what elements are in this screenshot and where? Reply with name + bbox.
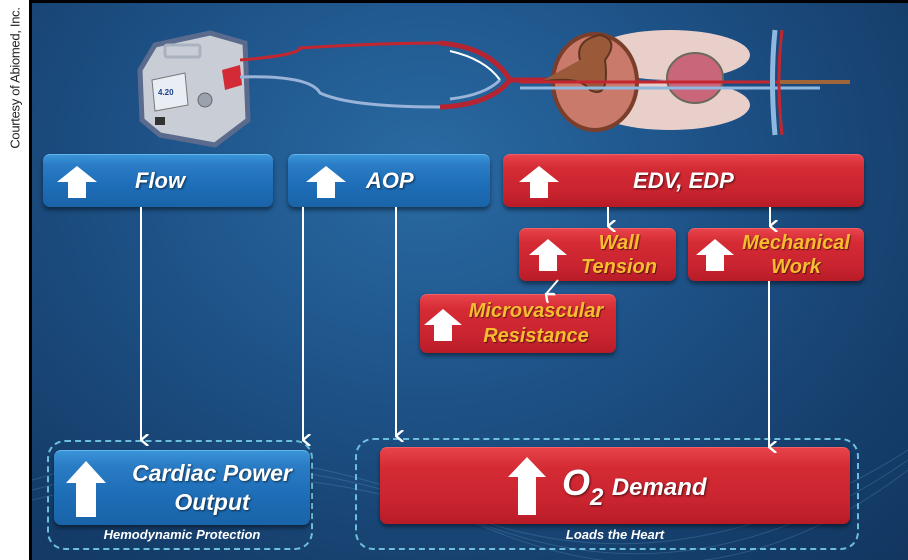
- arrow-up-icon: [306, 166, 346, 198]
- flow-box: Flow: [43, 154, 273, 207]
- arrow-up-icon: [57, 166, 97, 198]
- mechanical-work-line1: Mechanical: [742, 232, 850, 254]
- flow-label: Flow: [135, 168, 186, 193]
- cardiac-power-output-box: Cardiac Power Output: [54, 450, 310, 525]
- loads-the-heart-caption: Loads the Heart: [565, 527, 665, 542]
- pump-console-illustration: 4.20: [137, 30, 251, 148]
- heart-anatomy-illustration: [520, 29, 850, 136]
- wall-tension-box: Wall Tension: [519, 228, 676, 281]
- microvascular-resistance-box: Microvascular Resistance: [420, 294, 616, 353]
- microvascular-resistance-text: Microvascular Resistance: [458, 299, 614, 349]
- mechanical-work-box: Mechanical Work: [688, 228, 864, 281]
- mechanical-work-text: Mechanical Work: [732, 231, 860, 279]
- wall-tension-line1: Wall: [598, 232, 640, 254]
- o2-demand-text: O2 Demand: [562, 462, 707, 511]
- arrow-up-icon: [529, 239, 567, 271]
- arrow-wall-to-micro: [546, 279, 559, 294]
- cardiac-power-output-text: Cardiac Power Output: [114, 459, 310, 517]
- wall-tension-text: Wall Tension: [569, 231, 669, 279]
- microvascular-resistance-line1: Microvascular: [468, 300, 604, 322]
- catheter-tubing-illustration: [240, 40, 640, 110]
- edv-edp-box: EDV, EDP: [503, 154, 864, 207]
- hemodynamic-protection-group: [47, 440, 313, 550]
- arrow-up-icon: [508, 457, 546, 515]
- o2-o-label: O: [562, 462, 591, 503]
- aop-label: AOP: [366, 168, 414, 193]
- o2-demand-box: O2 Demand: [380, 447, 850, 524]
- microvascular-resistance-line2: Resistance: [483, 325, 589, 347]
- edv-edp-label: EDV, EDP: [633, 168, 734, 193]
- arrow-up-icon: [424, 309, 462, 341]
- arrow-up-icon: [696, 239, 734, 271]
- cardiac-power-output-line1: Cardiac Power: [132, 460, 292, 486]
- cardiac-power-output-line2: Output: [174, 489, 250, 515]
- arrow-up-icon: [519, 166, 559, 198]
- aop-box: AOP: [288, 154, 490, 207]
- arrow-up-icon: [66, 461, 106, 517]
- mechanical-work-line2: Work: [771, 256, 821, 278]
- loads-the-heart-group: [355, 438, 859, 550]
- demand-label: Demand: [611, 474, 707, 501]
- wall-tension-line2: Tension: [581, 256, 657, 278]
- hemodynamic-protection-caption: Hemodynamic Protection: [103, 527, 261, 542]
- o2-subscript: 2: [590, 484, 604, 511]
- svg-text:4.20: 4.20: [158, 88, 174, 97]
